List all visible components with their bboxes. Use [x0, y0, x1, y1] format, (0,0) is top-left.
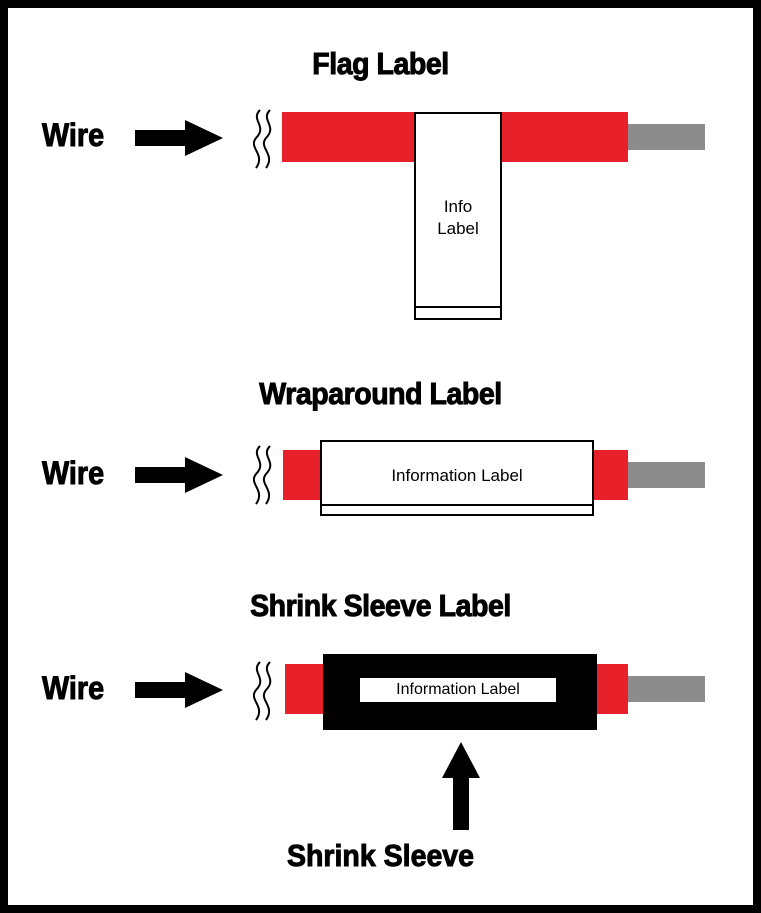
flag-label-text-line1: Info	[443, 197, 473, 216]
shrink-sleeve-label-text: Information Label	[396, 681, 520, 698]
wraparound-wire-label: Wire	[42, 455, 105, 492]
shrink-wire-label: Wire	[42, 670, 105, 707]
wraparound-label-fold	[322, 504, 592, 514]
flag-label-title: Flag Label	[312, 46, 450, 82]
squiggle-break-icon	[253, 109, 272, 169]
wraparound-label-tag: Information Label	[320, 440, 594, 516]
flag-label-text: Info Label	[416, 196, 500, 240]
wraparound-label-title: Wraparound Label	[259, 376, 503, 412]
flag-label-text-line2: Label	[437, 219, 479, 238]
squiggle-break-icon	[253, 445, 272, 505]
arrow-right-icon	[135, 120, 223, 156]
arrow-right-icon	[135, 672, 223, 708]
wraparound-label-text: Information Label	[391, 466, 523, 485]
wire-conductor	[628, 124, 705, 150]
flag-label-tag: Info Label	[414, 112, 502, 320]
wire-conductor	[628, 676, 705, 702]
wire-conductor	[628, 462, 705, 488]
flag-wire-label: Wire	[42, 117, 105, 154]
shrink-sleeve-caption: Shrink Sleeve	[286, 838, 475, 874]
flag-label-fold	[416, 306, 500, 318]
squiggle-break-icon	[253, 661, 272, 721]
arrow-right-icon	[135, 457, 223, 493]
shrink-sleeve: Information Label	[323, 654, 597, 730]
shrink-sleeve-label-box: Information Label	[360, 678, 556, 702]
arrow-up-icon	[442, 742, 480, 830]
shrink-sleeve-label-title: Shrink Sleeve Label	[250, 588, 512, 624]
